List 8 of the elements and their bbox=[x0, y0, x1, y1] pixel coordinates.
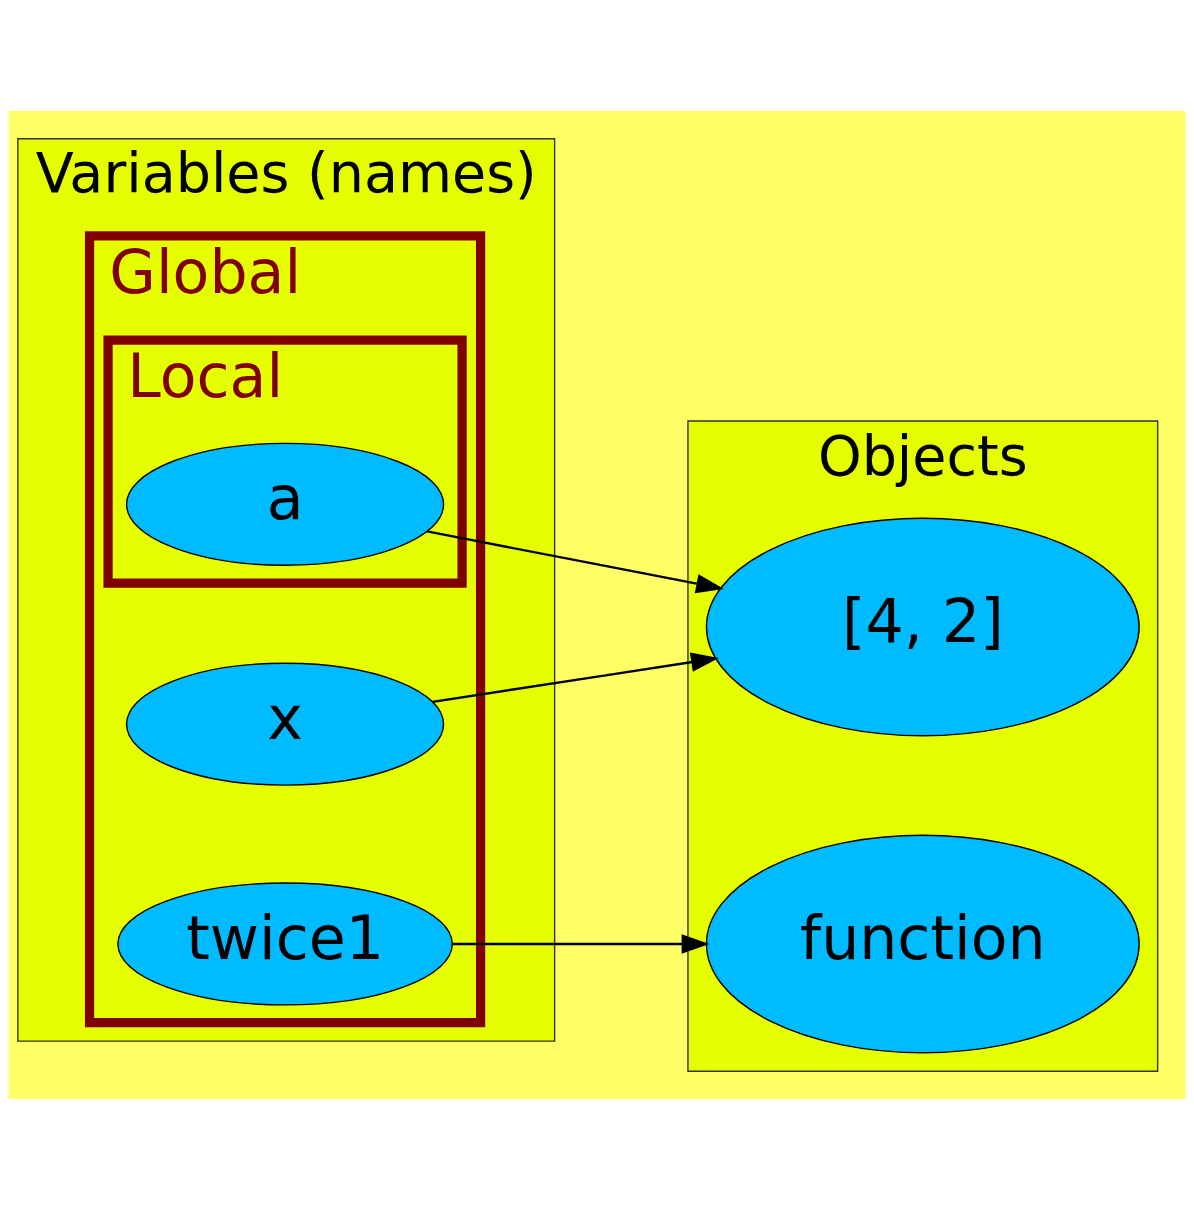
node-ellipse: twice1 bbox=[117, 882, 453, 1006]
arrow bbox=[452, 934, 710, 954]
node-ellipse: x bbox=[125, 662, 445, 786]
arrow bbox=[426, 530, 724, 594]
node-ellipse: a bbox=[125, 442, 445, 566]
node-ellipse: function bbox=[705, 834, 1140, 1054]
node-ellipse: [4, 2] bbox=[705, 517, 1140, 737]
arrow bbox=[432, 652, 719, 703]
